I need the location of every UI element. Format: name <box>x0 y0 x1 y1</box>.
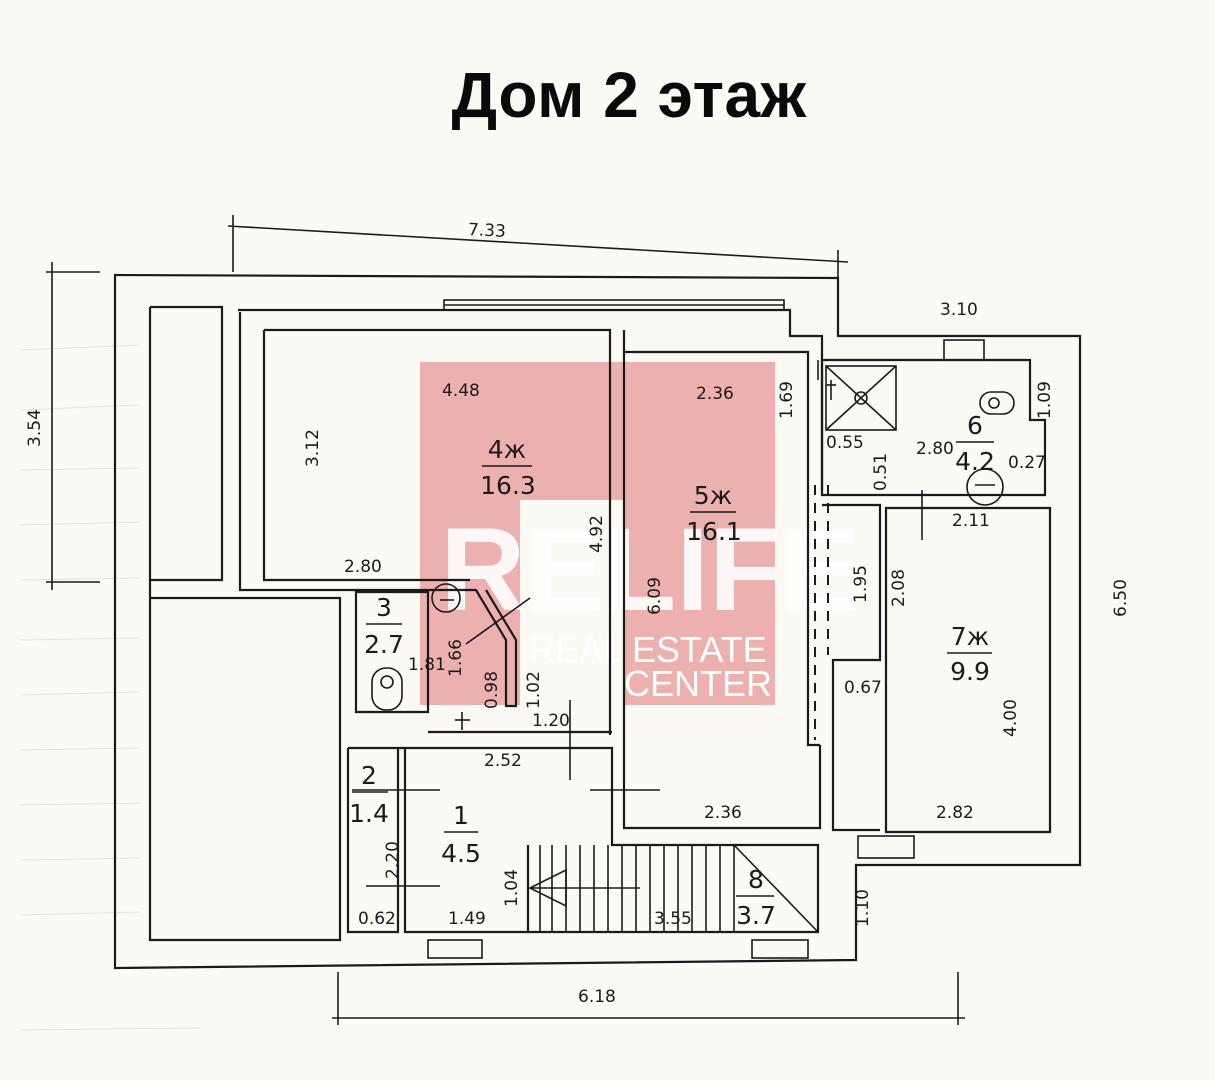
stairs <box>528 844 819 933</box>
dim-label: 0.51 <box>871 453 891 491</box>
dim-label: 2.80 <box>344 557 382 577</box>
dim-label: 4.00 <box>1001 699 1021 737</box>
background-ledger-lines <box>19 344 201 1031</box>
dim-label: 1.02 <box>524 671 544 709</box>
dim-label: 1.20 <box>532 711 570 731</box>
room-labels: 1 4.5 2 1.4 3 2.7 4ж 16.3 5ж 16.1 6 4.2 <box>349 411 995 930</box>
dim-label: 2.20 <box>383 841 403 879</box>
room-label-3: 3 2.7 <box>364 593 404 659</box>
dim-label: 1.49 <box>448 909 486 929</box>
room-number: 4ж <box>488 435 526 464</box>
room-number: 6 <box>967 411 983 440</box>
room-label-6: 6 4.2 <box>955 411 995 476</box>
interior-walls <box>238 312 1052 934</box>
watermark-block-left <box>420 500 520 705</box>
watermark-brand: RELIFE <box>440 504 860 636</box>
room-number: 2 <box>361 761 377 790</box>
room-area: 9.9 <box>950 657 990 686</box>
room-label-7: 7ж 9.9 <box>947 622 992 686</box>
room-label-4: 4ж 16.3 <box>480 435 536 500</box>
dim-label: 2.08 <box>889 569 909 607</box>
door-lines <box>352 360 923 887</box>
dim-label: 0.62 <box>358 909 396 929</box>
dim-label: 1.04 <box>502 869 522 907</box>
dim-label: 3.12 <box>303 429 323 467</box>
fixtures <box>371 365 1015 711</box>
dim-label: 3.55 <box>654 909 692 929</box>
dim-label: 2.80 <box>916 439 954 459</box>
dim-label: 0.27 <box>1008 453 1046 473</box>
dim-label: 2.82 <box>936 803 974 823</box>
watermark: RELIFE REAL ESTATE CENTER <box>420 362 860 705</box>
room-number: 8 <box>748 865 764 894</box>
dim-label: 4.92 <box>587 515 607 553</box>
dim-label: 1.81 <box>408 655 446 675</box>
watermark-block-right <box>625 500 775 705</box>
room-number: 1 <box>453 801 469 830</box>
room-number: 3 <box>376 593 392 622</box>
dim-label: 0.55 <box>826 433 864 453</box>
dim-label: 3.54 <box>25 409 45 447</box>
dim-label: 2.36 <box>704 803 742 823</box>
room-label-1: 1 4.5 <box>441 801 481 868</box>
room-area: 1.4 <box>349 799 389 828</box>
dim-label: 2.11 <box>952 511 990 531</box>
dim-label: 1.09 <box>1035 381 1055 419</box>
dim-label: 6.18 <box>578 987 616 1007</box>
room-number: 7ж <box>951 622 989 651</box>
dim-label: 1.66 <box>446 639 466 677</box>
dim-label: 3.10 <box>940 300 978 320</box>
room-label-5: 5ж 16.1 <box>686 481 742 546</box>
room-area: 16.3 <box>480 471 536 500</box>
room-area: 16.1 <box>686 517 742 546</box>
room-area: 2.7 <box>364 630 404 659</box>
watermark-line2: CENTER <box>624 663 772 704</box>
page-title: Дом 2 этаж <box>451 59 807 131</box>
dimension-labels: 7.33 3.54 3.10 4.48 3.12 2.36 1.69 1.09 … <box>25 220 1131 1007</box>
dim-label: 0.98 <box>482 671 502 709</box>
dim-label: 2.52 <box>484 751 522 771</box>
windows <box>427 299 985 959</box>
dim-label: 4.48 <box>442 381 480 401</box>
dim-label: 6.50 <box>1111 579 1131 617</box>
dim-label: 0.67 <box>844 678 882 698</box>
room-label-8: 8 3.7 <box>736 865 776 930</box>
room-area: 4.2 <box>955 447 995 476</box>
dim-label: 1.10 <box>853 889 873 927</box>
partition-dashed <box>814 485 829 740</box>
room-area: 4.5 <box>441 839 481 868</box>
dim-label: 7.33 <box>467 220 506 242</box>
room-area: 3.7 <box>736 901 776 930</box>
dim-label: 6.09 <box>645 577 665 615</box>
watermark-block-top <box>420 362 775 500</box>
dim-label: 1.95 <box>851 565 871 603</box>
room-label-2: 2 1.4 <box>349 761 389 828</box>
watermark-line1: REAL ESTATE <box>529 629 766 670</box>
room-number: 5ж <box>694 481 732 510</box>
dim-label: 1.69 <box>777 381 797 419</box>
dim-label: 2.36 <box>696 384 734 404</box>
